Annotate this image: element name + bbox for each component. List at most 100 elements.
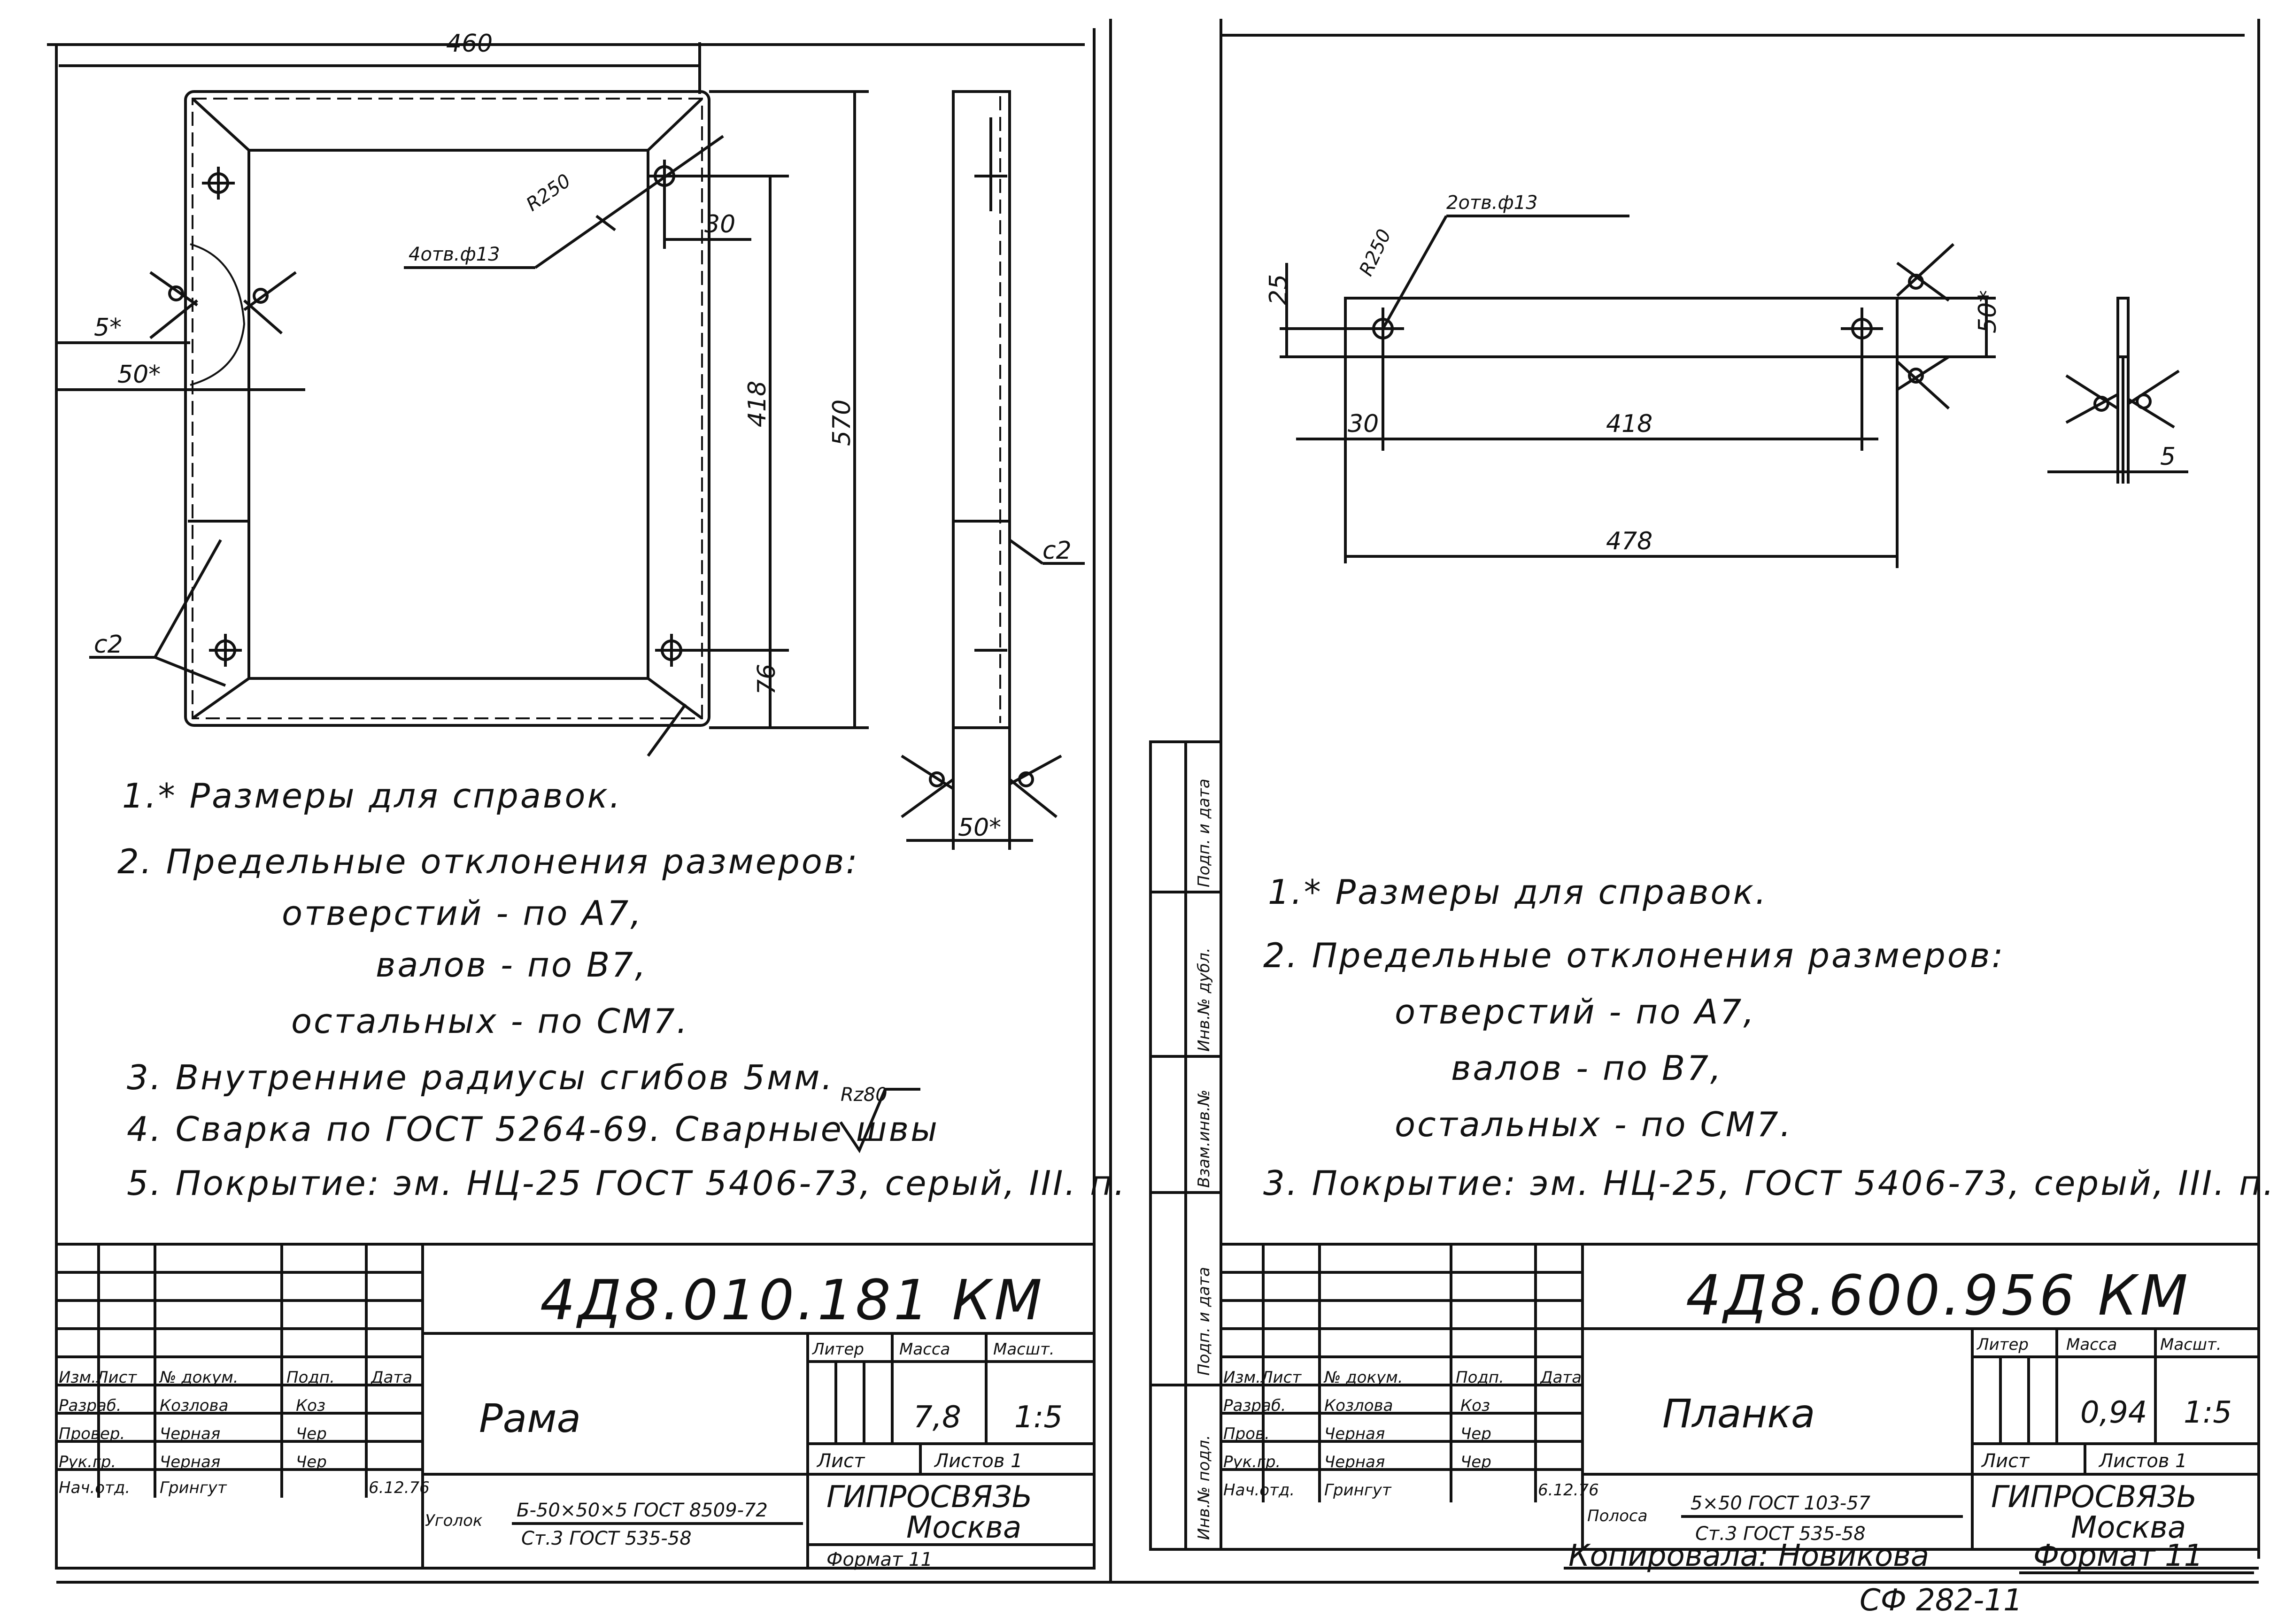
stamp-label-4: Инв.№ дубл. [1195,947,1213,1052]
dim-50-star: 50* [117,361,161,389]
right-material-line2: Ст.3 ГОСТ 535-58 [1695,1523,1866,1545]
left-note-2c: остальных - по СМ7. [291,1001,689,1041]
dim-30: 30 [704,210,735,239]
radius-callout-left: R250 [522,170,575,216]
left-tb-row4-role: Нач.отд. [59,1478,130,1497]
radius-callout-right: R250 [1355,226,1396,279]
frame-corner-weld-br [647,677,703,720]
right-scale-header: Масшт. [2160,1335,2222,1354]
frame-corner-weld-tl [191,97,250,152]
holes-callout-left: 4отв.ф13 [409,244,500,265]
left-scale-header: Масшт. [993,1340,1055,1359]
right-note-3: 3. Покрытие: эм. НЦ-25, ГОСТ 5406-73, се… [1263,1163,2276,1203]
stamp-label-1: Инв.№ подл. [1195,1435,1213,1540]
frame-side-view [952,90,1011,729]
frame-outer-outline [184,90,710,727]
leader-radius [595,215,616,231]
c2-label-b: с2 [1042,537,1072,565]
plate-outline [1344,297,1899,358]
right-scale-value: 1:5 [2184,1395,2232,1430]
right-title-block [1220,1243,2260,1551]
left-tb-row0-sign: Подп. [286,1368,335,1387]
weld-mark [1018,771,1034,787]
left-note-2a: отверстий - по А7, [282,893,643,933]
roughness-symbol [839,1088,920,1154]
right-tb-row1-sign: Коз [1460,1396,1490,1415]
right-sheets-count: Листов 1 [2098,1450,2187,1472]
dim-plate-418: 418 [1606,410,1652,438]
right-tb-row4-date: 6.12.76 [1538,1481,1599,1500]
weld-symbol-plate [1896,360,1950,410]
right-sheet-label: Лист [1981,1450,2030,1472]
left-note-3: 3. Внутренние радиусы сгибов 5мм. [127,1058,834,1097]
leader-plate-holes [1382,215,1448,330]
right-tb-row1-role: Разраб. [1223,1396,1286,1415]
frame-inner-outline [247,149,649,680]
right-liter-header: Литер [1976,1335,2029,1354]
left-tb-row0-date: Дата [370,1368,412,1387]
left-tb-row2-name: Черная [160,1424,220,1443]
left-tb-row1-sign: Коз [296,1396,325,1415]
weld-symbol-plate-side [2127,369,2180,405]
right-doc-number: 4Д8.600.956 КМ [1686,1263,2191,1328]
dim-plate-50-star: 50* [1974,290,2002,333]
weld-mark [2136,393,2152,409]
left-tb-row0-name: № докум. [159,1368,239,1387]
right-material-prefix: Полоса [1587,1507,1647,1525]
left-sheets-count: Листов 1 [934,1450,1023,1472]
left-tb-row0-role: Изм.Лист [59,1368,137,1387]
left-mass-header: Масса [899,1340,950,1359]
left-liter-header: Литер [811,1340,864,1359]
right-tb-row0-role: Изм.Лист [1223,1368,1302,1387]
side-dim-50-star: 50* [958,814,1001,842]
weld-symbol-side-r [1009,778,1058,818]
right-note-1: 1.* Размеры для справок. [1268,872,1768,912]
right-mass-value: 0,94 [2080,1395,2147,1430]
weld-symbol-plate-side [2127,398,2175,429]
left-tb-row3-sign: Чер [296,1453,327,1471]
right-tb-row3-sign: Чер [1460,1453,1491,1471]
weld-mark [168,285,184,301]
stamp-label-2: Подп. и дата [1195,1267,1213,1376]
right-note-2c: остальных - по СМ7. [1395,1105,1793,1144]
right-tb-row3-role: Рук.гр. [1223,1453,1281,1471]
left-note-5: 5. Покрытие: эм. НЦ-25 ГОСТ 5406-73, сер… [127,1163,1127,1203]
weld-symbol-left [149,299,198,339]
stamp-label-3: Взам.инв.№ [1195,1090,1213,1188]
dim-418: 418 [743,381,772,427]
dim-plate-30: 30 [1348,410,1379,438]
left-material-line1: Б-50×50×5 ГОСТ 8509-72 [517,1500,768,1521]
left-doc-number: 4Д8.010.181 КМ [540,1268,1045,1332]
weld-symbol-plate-side [2065,393,2119,424]
left-tb-row2-role: Провер. [59,1424,125,1443]
frame-corner-weld-bl [192,677,250,720]
dim-570: 570 [828,400,856,446]
right-org-name: ГИПРОСВЯЗЬ [1991,1480,2197,1515]
copied-by: Копировала: Новикова [1568,1539,1929,1573]
weld-roughness-label: Rz80 [841,1084,888,1106]
weld-mark [1908,368,1924,384]
weld-symbol-mid [243,299,283,335]
left-tb-row4-name: Грингут [160,1478,227,1497]
plate-side-view [2116,297,2130,358]
right-tb-row0-date: Дата [1539,1368,1582,1387]
sheet-code: СФ 282-11 [1860,1583,2023,1618]
leader-c2-side [1009,539,1043,565]
left-note-1: 1.* Размеры для справок. [122,776,622,816]
left-note-4: 4. Сварка по ГОСТ 5264-69. Сварные швы [127,1109,939,1149]
right-tb-row2-role: Пров. [1223,1424,1270,1443]
left-tb-row3-name: Черная [160,1453,220,1471]
left-note-2: 2. Предельные отклонения размеров: [117,842,859,881]
frame-section-arc [190,243,246,386]
dim-plate-478: 478 [1606,527,1652,555]
right-material-line1: 5×50 ГОСТ 103-57 [1691,1493,1871,1514]
weld-mark [929,771,945,787]
right-tb-row3-name: Черная [1324,1453,1385,1471]
right-tb-row2-name: Черная [1324,1424,1385,1443]
right-tb-row1-name: Козлова [1324,1396,1393,1415]
right-note-2b: валов - по В7, [1451,1048,1723,1088]
left-tb-row3-role: Рук.гр. [59,1453,116,1471]
leader-bottom [647,703,687,757]
leader-c2 [154,539,222,658]
